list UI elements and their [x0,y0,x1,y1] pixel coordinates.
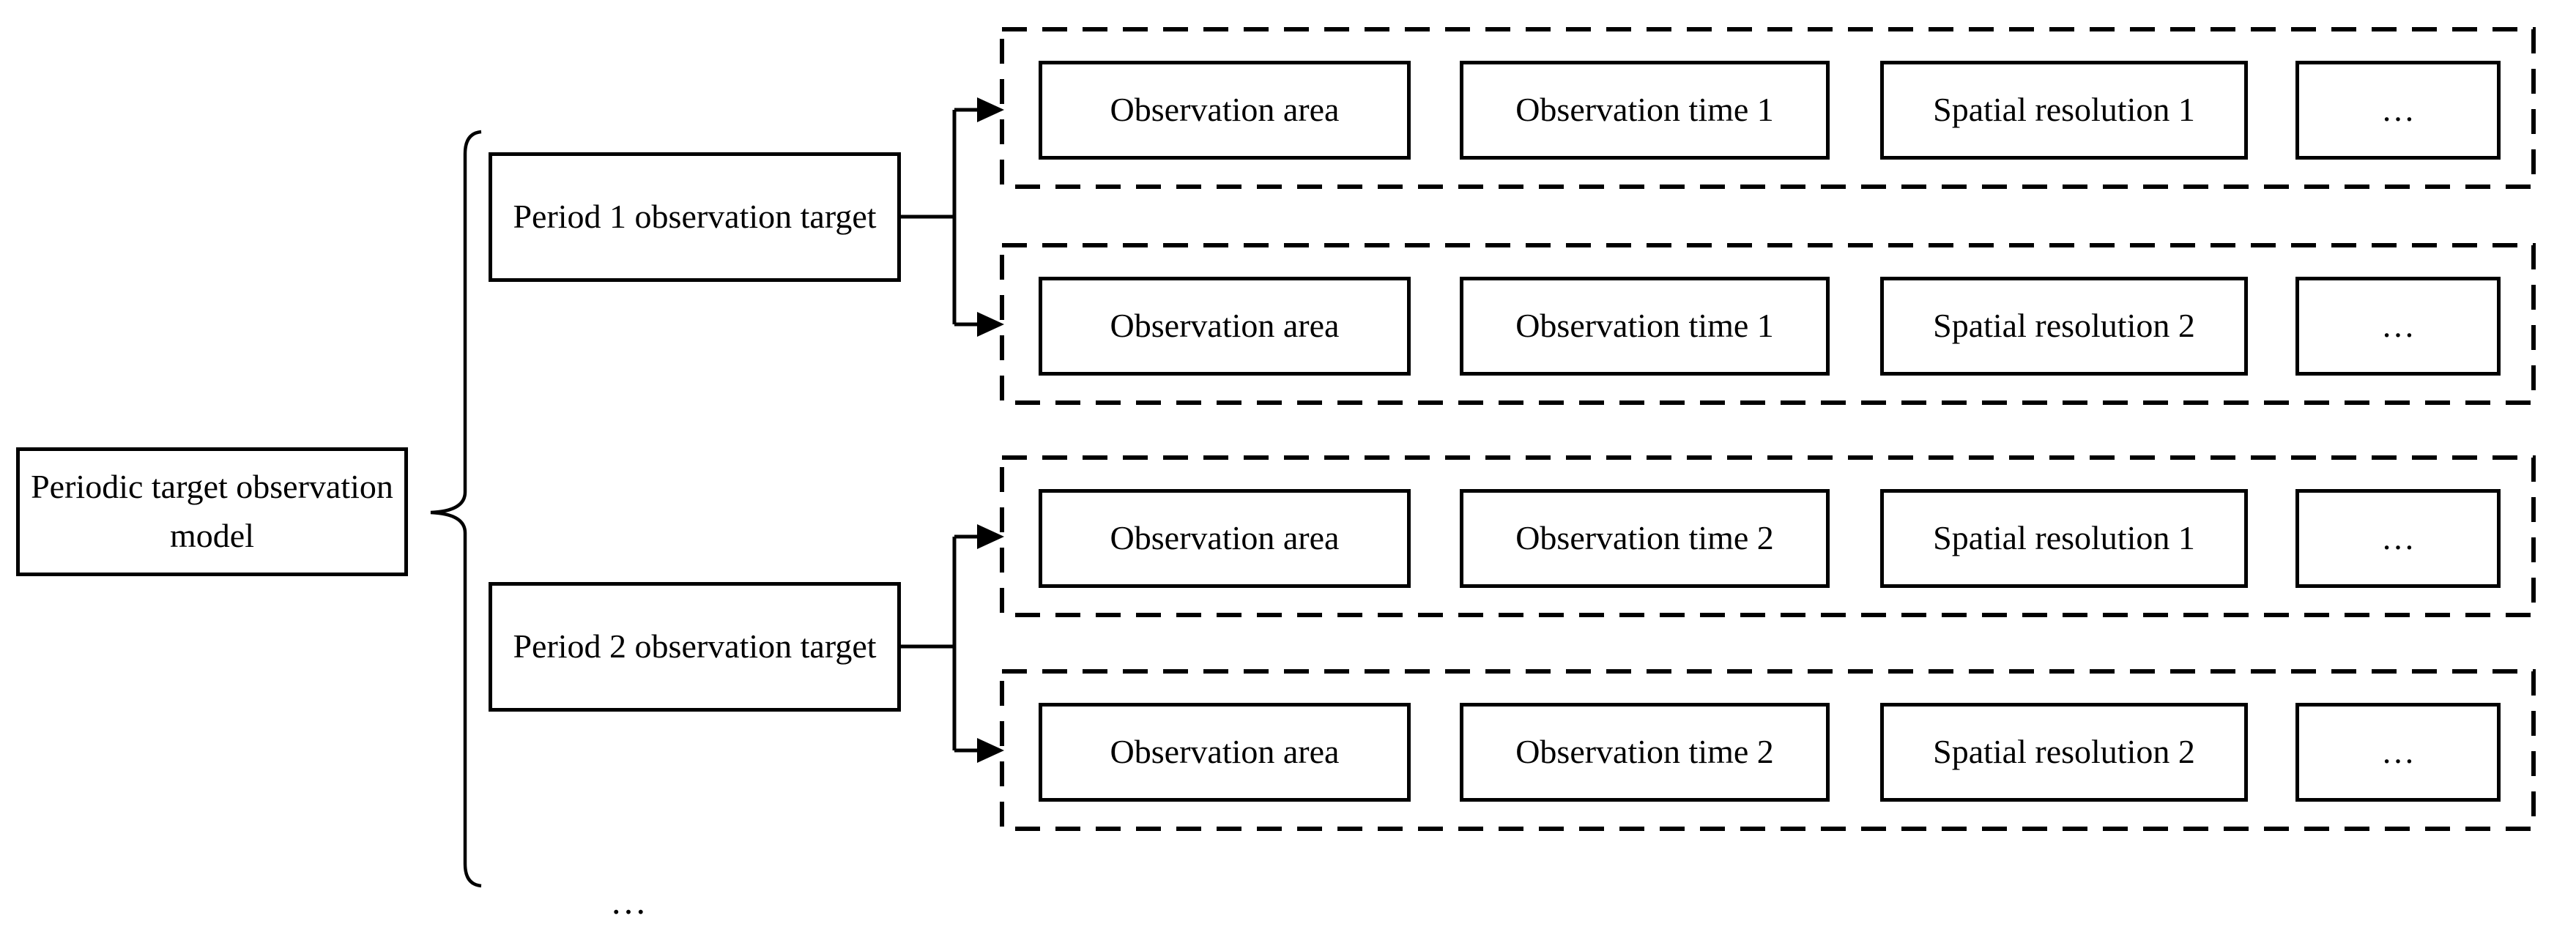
row4-observation-time-label: Observation time 2 [1515,733,1774,771]
row3-observation-area-box: Observation area [1039,489,1411,588]
period-2-box: Period 2 observation target [489,582,901,712]
row3-spatial-resolution-box: Spatial resolution 1 [1880,489,2248,588]
dashed-group-row-4 [1000,669,2536,831]
arrowhead-row2-icon [977,312,1004,337]
dashed-group-row-2 [1000,243,2536,405]
row2-more-box: … [2295,277,2501,376]
row2-observation-time-label: Observation time 1 [1515,307,1774,345]
row1-observation-time-label: Observation time 1 [1515,91,1774,129]
period-1-label: Period 1 observation target [513,198,877,236]
row4-more-box: … [2295,703,2501,802]
row1-spatial-resolution-box: Spatial resolution 1 [1880,61,2248,160]
period-1-box: Period 1 observation target [489,152,901,282]
row2-observation-area-label: Observation area [1110,307,1340,345]
dashed-group-row-3 [1000,455,2536,617]
row3-observation-time-label: Observation time 2 [1515,519,1774,557]
curly-brace [430,130,482,888]
row1-more-box: … [2295,61,2501,160]
row4-spatial-resolution-box: Spatial resolution 2 [1880,703,2248,802]
row4-more-label: … [2381,733,2415,771]
root-model-label: Periodic target observation model [31,468,393,554]
more-periods-ellipsis-label: … [610,881,650,922]
root-model-box: Periodic target observation model [16,447,408,576]
period-2-label: Period 2 observation target [513,627,877,666]
more-periods-ellipsis: … [571,877,688,925]
row2-spatial-resolution-box: Spatial resolution 2 [1880,277,2248,376]
row2-spatial-resolution-label: Spatial resolution 2 [1933,307,2195,345]
row1-observation-area-box: Observation area [1039,61,1411,160]
row3-observation-area-label: Observation area [1110,519,1340,557]
arrowhead-row4-icon [977,738,1004,763]
row1-observation-area-label: Observation area [1110,91,1340,129]
row1-spatial-resolution-label: Spatial resolution 1 [1933,91,2195,129]
row3-more-box: … [2295,489,2501,588]
row4-spatial-resolution-label: Spatial resolution 2 [1933,733,2195,771]
row2-more-label: … [2381,307,2415,345]
row4-observation-time-box: Observation time 2 [1460,703,1830,802]
arrowhead-row1-icon [977,97,1004,122]
row2-observation-area-box: Observation area [1039,277,1411,376]
row3-more-label: … [2381,519,2415,557]
dashed-group-row-1 [1000,27,2536,189]
row4-observation-area-box: Observation area [1039,703,1411,802]
row1-observation-time-box: Observation time 1 [1460,61,1830,160]
arrowhead-row3-icon [977,524,1004,549]
row4-observation-area-label: Observation area [1110,733,1340,771]
row3-spatial-resolution-label: Spatial resolution 1 [1933,519,2195,557]
row3-observation-time-box: Observation time 2 [1460,489,1830,588]
row2-observation-time-box: Observation time 1 [1460,277,1830,376]
row1-more-label: … [2381,91,2415,129]
